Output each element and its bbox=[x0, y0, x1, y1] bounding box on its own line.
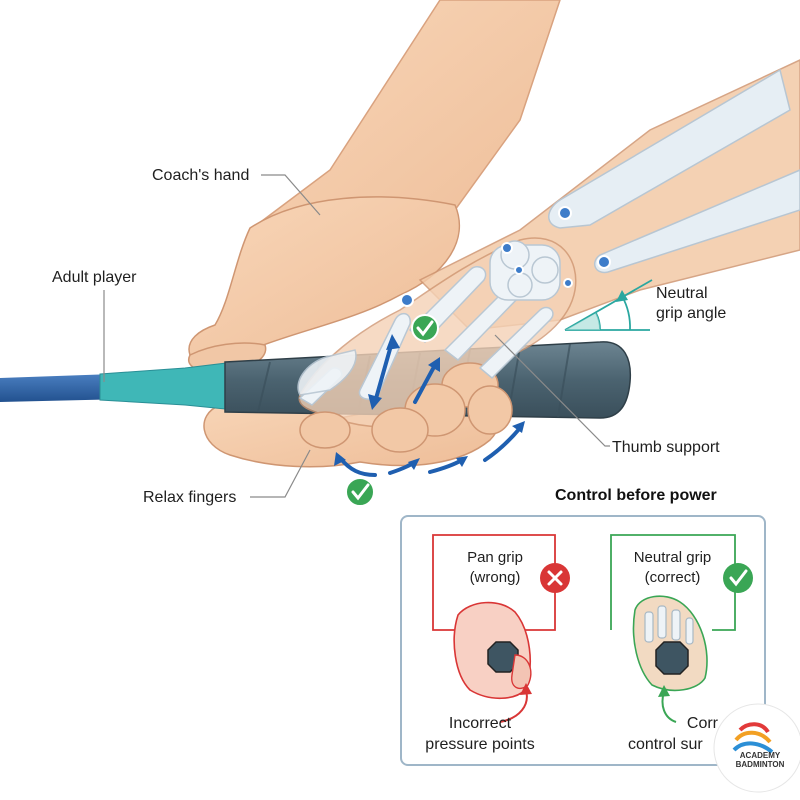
ulna-bone bbox=[593, 169, 800, 274]
wrong-caption: Incorrect pressure points bbox=[410, 714, 550, 756]
label-adult-player: Adult player bbox=[52, 269, 137, 286]
correct-line1: Neutral grip bbox=[633, 549, 712, 566]
correct-line2: (correct) bbox=[644, 568, 701, 586]
label-neutral-line1: Neutral bbox=[656, 285, 708, 302]
angle-arrowhead bbox=[616, 290, 628, 302]
label-relax-fingers: Relax fingers bbox=[143, 489, 237, 506]
racket-ferrule bbox=[99, 361, 236, 411]
correct-grip-title: Neutral grip (correct) bbox=[615, 548, 730, 587]
check-icon bbox=[345, 477, 375, 507]
wrong-caption-line1: Incorrect bbox=[448, 715, 512, 732]
arrow-heads bbox=[334, 334, 525, 470]
correct-caption-line1: Corr bbox=[686, 715, 718, 732]
hand-bones bbox=[297, 240, 561, 406]
wrong-line2: (wrong) bbox=[469, 568, 521, 586]
leader-lines bbox=[103, 174, 610, 498]
inset-title: Control before power bbox=[555, 487, 717, 504]
radius-bone bbox=[548, 68, 791, 229]
label-coach-hand: Coach's hand bbox=[152, 167, 250, 184]
angle-fill bbox=[565, 313, 601, 330]
logo-text: ACADEMY BADMINTON bbox=[722, 751, 798, 770]
correct-caption: Corr control sur bbox=[620, 714, 730, 756]
coach-hand bbox=[188, 196, 461, 362]
wrong-line1: Pan grip bbox=[467, 549, 523, 566]
wrong-grip-title: Pan grip (wrong) bbox=[440, 548, 550, 587]
joint-markers bbox=[400, 206, 611, 307]
wrong-caption-line2: pressure points bbox=[425, 735, 535, 753]
check-icon bbox=[411, 314, 439, 342]
correct-caption-line2: control sur bbox=[628, 735, 703, 753]
label-neutral-grip-angle: Neutral grip angle bbox=[656, 284, 726, 324]
label-thumb-support: Thumb support bbox=[612, 439, 720, 456]
finger-movement-arrows bbox=[338, 340, 522, 477]
logo-top: ACADEMY bbox=[739, 751, 781, 760]
player-finger-curls bbox=[299, 362, 513, 453]
logo-bottom: BADMINTON bbox=[735, 759, 785, 769]
label-neutral-line2: grip angle bbox=[656, 305, 727, 322]
